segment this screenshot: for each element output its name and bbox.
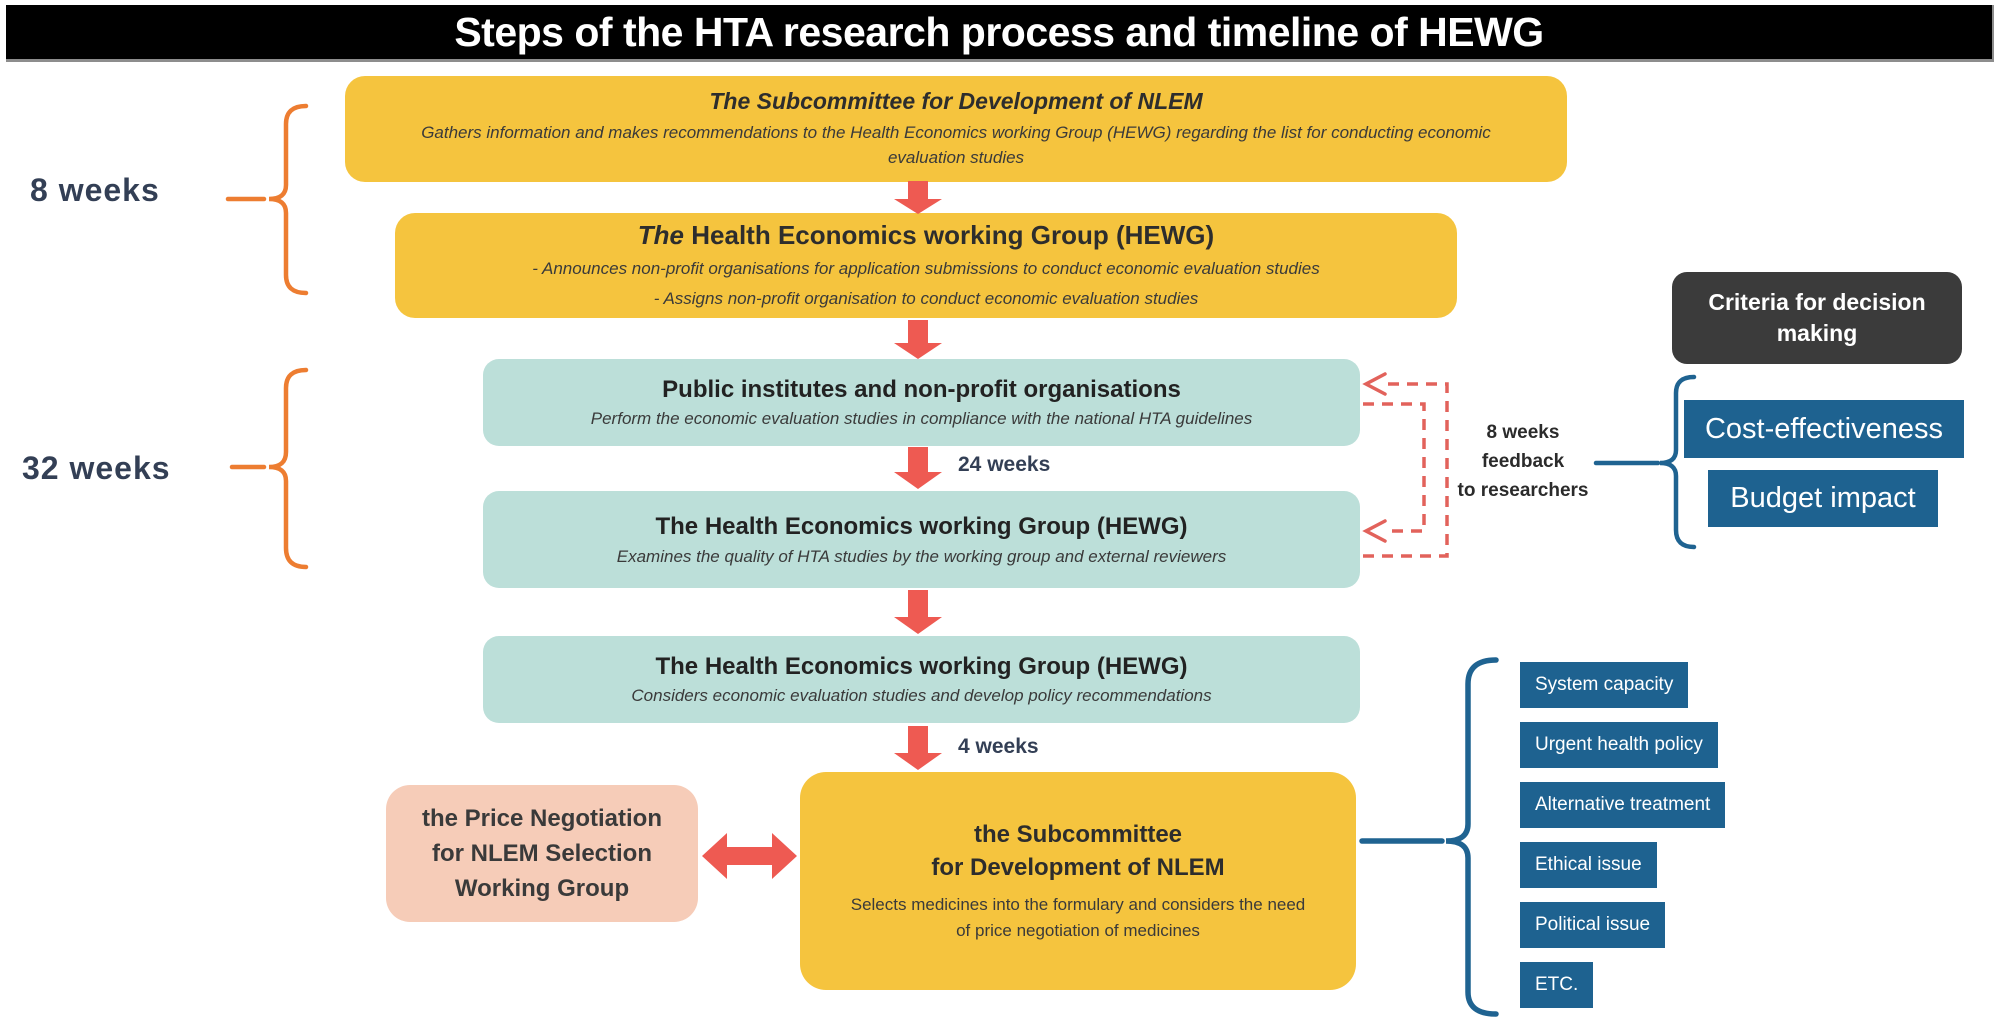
criteria-item-political-issue: Political issue (1520, 902, 1666, 948)
feedback-loop-in-icon (1363, 402, 1426, 533)
hewg-considers-box: The Health Economics working Group (HEWG… (483, 636, 1360, 723)
price-negotiation-line2: for NLEM Selection (431, 840, 653, 867)
criteria-header-line2: making (1776, 320, 1858, 346)
subcommittee-selection-box: the Subcommittee for Development of NLEM… (800, 772, 1356, 990)
flow-arrow-2-icon (894, 320, 942, 359)
hewg-announce-box: The Health Economics working Group (HEWG… (395, 213, 1457, 318)
feedback-loop-arrowhead-bottom-icon (1362, 519, 1387, 543)
criteria-header-line1: Criteria for decision (1708, 289, 1926, 315)
hewg-examines-box: The Health Economics working Group (HEWG… (483, 491, 1360, 588)
criteria-item-ethical-issue: Ethical issue (1520, 842, 1657, 888)
cost-effectiveness-box: Cost-effectiveness (1684, 400, 1964, 458)
price-negotiation-line1: the Price Negotiation (421, 805, 663, 832)
criteria-item-system-capacity: System capacity (1520, 662, 1689, 708)
public-institutes-title: Public institutes and non-profit organis… (662, 376, 1181, 403)
feedback-note: 8 weeks feedback to researchers (1448, 418, 1598, 505)
double-arrow-icon (702, 833, 797, 879)
hewg-examines-description: Examines the quality of HTA studies by t… (616, 546, 1227, 566)
hewg-announce-title-prefix: The (637, 220, 685, 250)
flow-arrow-3-icon (894, 447, 942, 489)
price-negotiation-line3: Working Group (454, 875, 630, 902)
subcommittee-nlem-box: The Subcommittee for Development of NLEM… (345, 76, 1567, 182)
criteria-secondary-list: System capacity Urgent health policy Alt… (1520, 662, 1726, 1008)
hewg-considers-description: Considers economic evaluation studies an… (631, 686, 1212, 705)
hewg-examines-title: The Health Economics working Group (HEWG… (655, 512, 1188, 540)
hewg-announce-title-rest: Health Economics working Group (HEWG) (684, 220, 1215, 250)
feedback-note-line1: 8 weeks (1486, 422, 1560, 443)
criteria-header-box: Criteria for decision making (1672, 272, 1962, 364)
flow-arrow-5-icon (894, 726, 942, 770)
subcommittee-selection-title-line2: for Development of NLEM (931, 854, 1225, 881)
public-institutes-box: Public institutes and non-profit organis… (483, 359, 1360, 446)
flow-arrow-4-icon (894, 590, 942, 634)
feedback-loop-arrowhead-top-icon (1362, 372, 1387, 396)
hewg-announce-title: The Health Economics working Group (HEWG… (638, 220, 1214, 251)
subcommittee-selection-description: Selects medicines into the formulary and… (850, 895, 1306, 940)
brace-8-weeks-icon (268, 103, 309, 296)
hewg-announce-bullet-2: - Assigns non-profit organisation to con… (653, 289, 1199, 308)
brace-secondary-criteria-icon (1445, 657, 1499, 1017)
feedback-note-line2: feedback (1481, 451, 1565, 472)
hewg-considers-title: The Health Economics working Group (HEWG… (655, 653, 1188, 680)
feedback-note-line3: to researchers (1457, 480, 1589, 501)
criteria-item-alternative-treatment: Alternative treatment (1520, 782, 1726, 828)
duration-label-24-weeks: 24 weeks (958, 453, 1051, 476)
price-negotiation-box: the Price Negotiation for NLEM Selection… (386, 785, 698, 922)
budget-impact-box: Budget impact (1708, 470, 1938, 527)
flow-arrow-1-icon (894, 181, 942, 214)
subcommittee-nlem-description: Gathers information and makes recommenda… (421, 123, 1491, 167)
public-institutes-description: Perform the economic evaluation studies … (590, 409, 1253, 428)
brace-32-weeks-icon (268, 367, 309, 570)
criteria-item-urgent-health-policy: Urgent health policy (1520, 722, 1718, 768)
criteria-item-etc: ETC. (1520, 962, 1594, 1008)
feedback-loop-out-icon (1363, 382, 1449, 558)
hewg-announce-bullet-1: - Announces non-profit organisations for… (532, 259, 1320, 278)
timeline-label-32-weeks: 32 weeks (22, 450, 171, 486)
duration-label-4-weeks: 4 weeks (958, 735, 1039, 758)
timeline-label-8-weeks: 8 weeks (30, 172, 160, 208)
page-title: Steps of the HTA research process and ti… (6, 5, 1994, 62)
subcommittee-nlem-title: The Subcommittee for Development of NLEM (709, 88, 1203, 114)
subcommittee-selection-title-line1: the Subcommittee (973, 821, 1183, 848)
